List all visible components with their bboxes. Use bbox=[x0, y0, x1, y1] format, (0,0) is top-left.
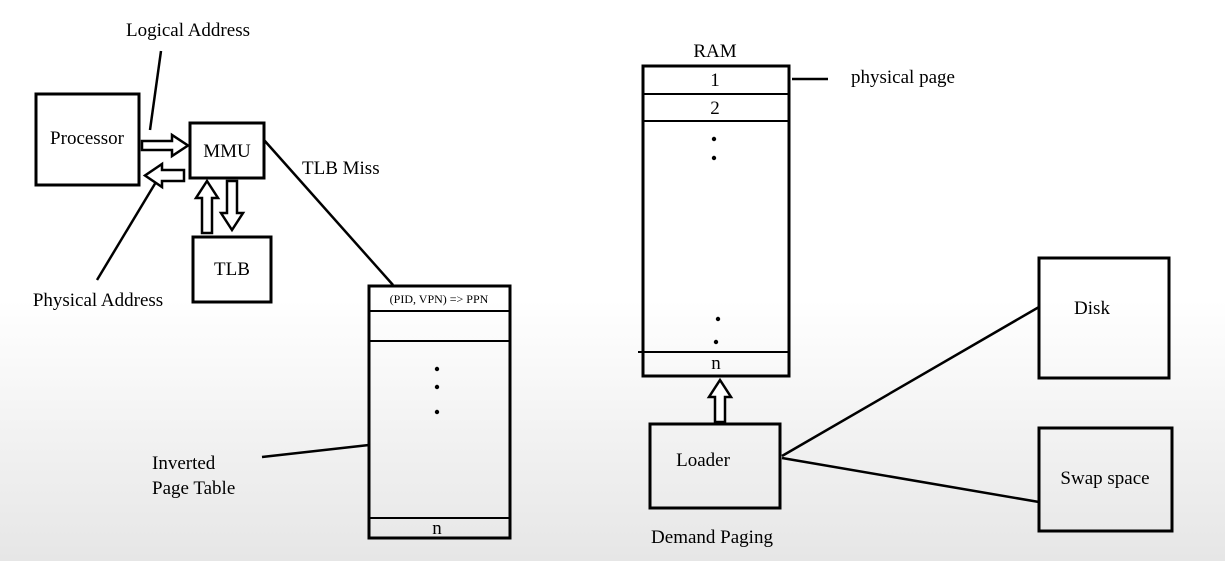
ipt-ellipsis-dot bbox=[434, 366, 440, 372]
tlb-box bbox=[191, 235, 273, 304]
physical-address-label: Physical Address bbox=[33, 290, 163, 311]
ram-ellipsis-dot bbox=[713, 339, 719, 345]
ram-ellipsis-dot bbox=[711, 155, 717, 161]
logical-address-pointer bbox=[148, 50, 163, 131]
mmu-to-processor-arrow bbox=[142, 161, 186, 190]
disk-box bbox=[1037, 256, 1171, 380]
ram-ellipsis-dot bbox=[715, 316, 721, 322]
loader-box bbox=[648, 422, 782, 510]
loader-to-swap-line bbox=[781, 456, 1040, 504]
tlb-to-mmu-arrow bbox=[193, 178, 221, 235]
processor-label: Processor bbox=[50, 128, 125, 149]
disk-label: Disk bbox=[1074, 298, 1110, 319]
physical-address-pointer bbox=[95, 181, 158, 281]
tlb-label: TLB bbox=[214, 259, 250, 280]
ipt-header-label: (PID, VPN) => PPN bbox=[390, 292, 489, 306]
mmu-label: MMU bbox=[203, 141, 251, 162]
inverted-page-table-label-line1: Inverted bbox=[152, 453, 216, 474]
loader-to-ram-arrow bbox=[706, 377, 734, 424]
mmu-to-tlb-arrow bbox=[218, 179, 246, 233]
tlb-miss-line bbox=[263, 139, 394, 286]
processor-box bbox=[34, 92, 141, 187]
logical-address-label: Logical Address bbox=[126, 20, 250, 41]
mmu-box bbox=[188, 121, 266, 180]
ipt-ellipsis-dot bbox=[434, 384, 440, 390]
ipt-last-row-label: n bbox=[432, 518, 442, 539]
physical-page-label: physical page bbox=[851, 67, 955, 88]
inverted-page-table-box bbox=[367, 284, 512, 540]
ram-row-2-label: 2 bbox=[710, 98, 720, 119]
inverted-page-table-label-line2: Page Table bbox=[152, 478, 235, 499]
demand-paging-label: Demand Paging bbox=[651, 527, 773, 548]
loader-to-disk-line bbox=[781, 305, 1040, 458]
ram-row-1-label: 1 bbox=[710, 70, 720, 91]
ram-label: RAM bbox=[693, 41, 736, 62]
ram-last-row-label: n bbox=[711, 353, 721, 374]
processor-to-mmu-arrow bbox=[140, 132, 191, 159]
swap-space-box bbox=[1037, 426, 1174, 533]
swap-space-label: Swap space bbox=[1060, 468, 1149, 489]
ipt-ellipsis-dot bbox=[434, 409, 440, 415]
loader-label: Loader bbox=[676, 450, 730, 471]
ram-ellipsis-dot bbox=[711, 136, 717, 142]
inverted-page-table-pointer bbox=[261, 443, 370, 459]
tlb-miss-label: TLB Miss bbox=[302, 158, 380, 179]
ram-box bbox=[641, 64, 791, 378]
